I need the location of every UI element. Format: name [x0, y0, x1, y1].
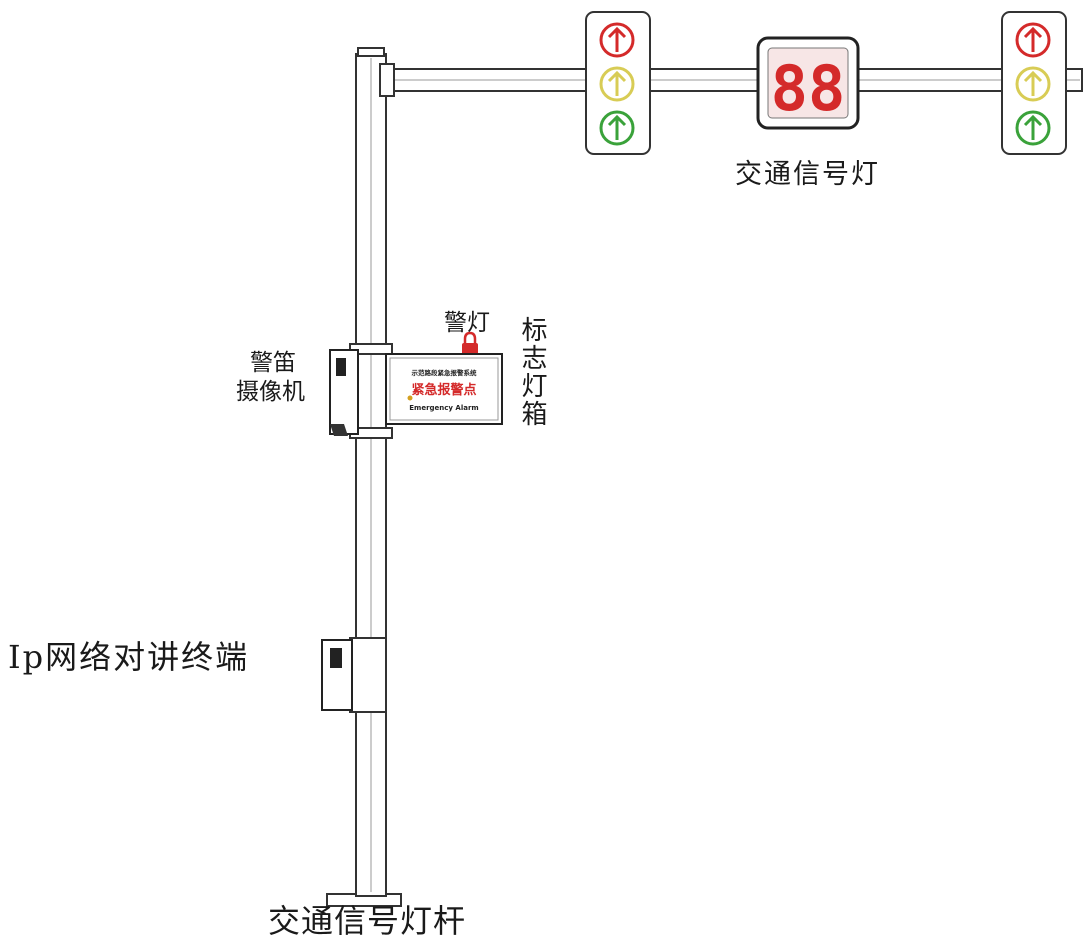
label-camera: 摄像机 [236, 379, 305, 405]
sign-line-1: 示范路段紧急报警系统 [412, 368, 478, 377]
siren-camera-unit [329, 349, 359, 436]
label-ip-intercom: Ip网络对讲终端 [8, 638, 250, 676]
intercom-clamp [349, 637, 387, 713]
pole-cap [357, 47, 385, 57]
label-warning-light: 警灯 [444, 310, 490, 336]
countdown-display: 88 [756, 36, 860, 130]
label-traffic-signal: 交通信号灯 [735, 159, 880, 190]
traffic-light-right [1001, 11, 1067, 155]
ip-intercom-terminal [321, 639, 353, 711]
countdown-digits: 88 [771, 52, 846, 125]
sign-line-3: Emergency Alarm [409, 404, 478, 412]
traffic-light-left [585, 11, 651, 155]
sign-light-box: 示范路段紧急报警系统 紧急报警点 Emergency Alarm [385, 353, 503, 425]
sign-dot [407, 395, 413, 401]
label-siren: 警笛 [250, 350, 296, 376]
label-signal-pole: 交通信号灯杆 [268, 902, 467, 940]
sign-line-2: 紧急报警点 [411, 382, 476, 398]
label-sign-light-box: 标志灯箱 [517, 316, 547, 428]
warning-light-icon [462, 331, 478, 355]
arm-bracket [379, 63, 395, 97]
